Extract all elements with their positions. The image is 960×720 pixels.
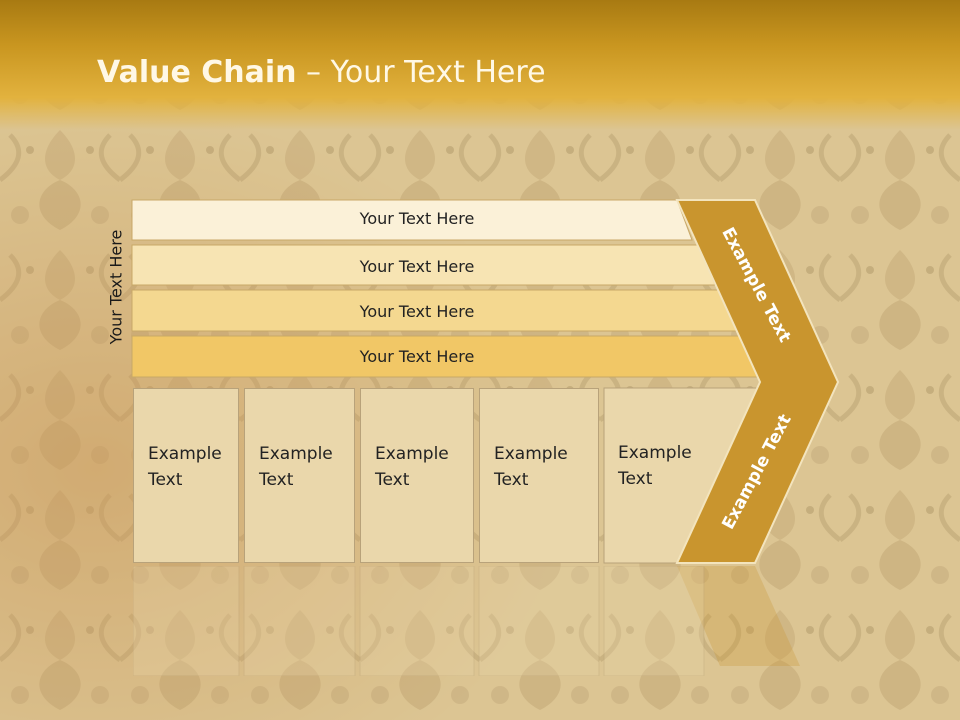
row-text-3: Your Text Here [359,302,475,321]
box-text-line1: Example [259,444,333,464]
row-band-1 [131,199,693,241]
side-label: Your Text Here [106,229,126,345]
example-box-5: Example Text [604,388,704,563]
box-text-line1: Example [618,443,692,463]
box-text-line2: Text [375,470,410,490]
box-text-line1: Example [375,444,449,464]
box-text-line2: Text [259,470,294,490]
example-box-4: Example Text [479,388,599,563]
example-box-1: Example Text [133,388,239,563]
reflection-shapes [133,566,705,676]
box-text-line1: Example [148,444,222,464]
box-text-line1: Example [494,444,568,464]
boxes-reflection [133,566,733,676]
chevron-reflection [677,566,800,666]
box-text-line2: Text [618,469,653,489]
row-text-2: Your Text Here [359,257,475,276]
chevron-arrow [675,199,840,564]
row-text-4: Your Text Here [359,347,475,366]
box-text-line2: Text [148,470,183,490]
row-text-1: Your Text Here [359,209,475,228]
example-box-2: Example Text [244,388,355,563]
title-bar [0,0,960,130]
box-text-line2: Text [494,470,529,490]
example-box-3: Example Text [360,388,474,563]
slide-title: Value Chain – Your Text Here [97,55,546,90]
